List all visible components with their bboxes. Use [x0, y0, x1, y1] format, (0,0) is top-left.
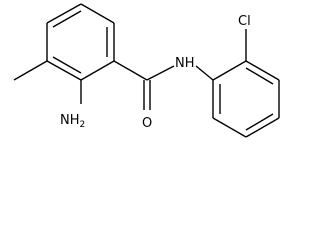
left-benzene-ring: [46, 3, 115, 81]
amide-nh-label: NH: [175, 56, 195, 71]
bond-ring-left-1: [46, 3, 82, 24]
chlorine-label: Cl: [238, 14, 251, 29]
methyl-bond: [13, 60, 48, 81]
bond-ring-right-5: [212, 117, 247, 138]
ring-to-carbonyl-bond: [113, 60, 148, 81]
bond-ring-left-4: [80, 60, 115, 81]
right-benzene-ring: [212, 60, 280, 138]
oxygen-label: O: [142, 116, 152, 131]
bond-ring-right-1: [212, 60, 247, 81]
nitrogen-to-ring-bond: [195, 65, 214, 81]
amino-label: NH2: [60, 113, 85, 130]
double-bond-ring-left-a: [52, 10, 82, 28]
bond-ring-left-5: [46, 60, 82, 81]
bond-ring-left-2: [80, 3, 115, 24]
bond-ring-right-2: [245, 60, 280, 81]
double-bond-ring-right-b: [245, 113, 274, 131]
chemical-structure: NH2 O NH Cl: [13, 3, 280, 138]
carbonyl-to-nitrogen-bond: [146, 65, 175, 81]
double-bond-ring-left-c: [52, 56, 82, 74]
double-bond-ring-right-a: [245, 67, 274, 85]
bond-ring-right-4: [245, 117, 280, 138]
